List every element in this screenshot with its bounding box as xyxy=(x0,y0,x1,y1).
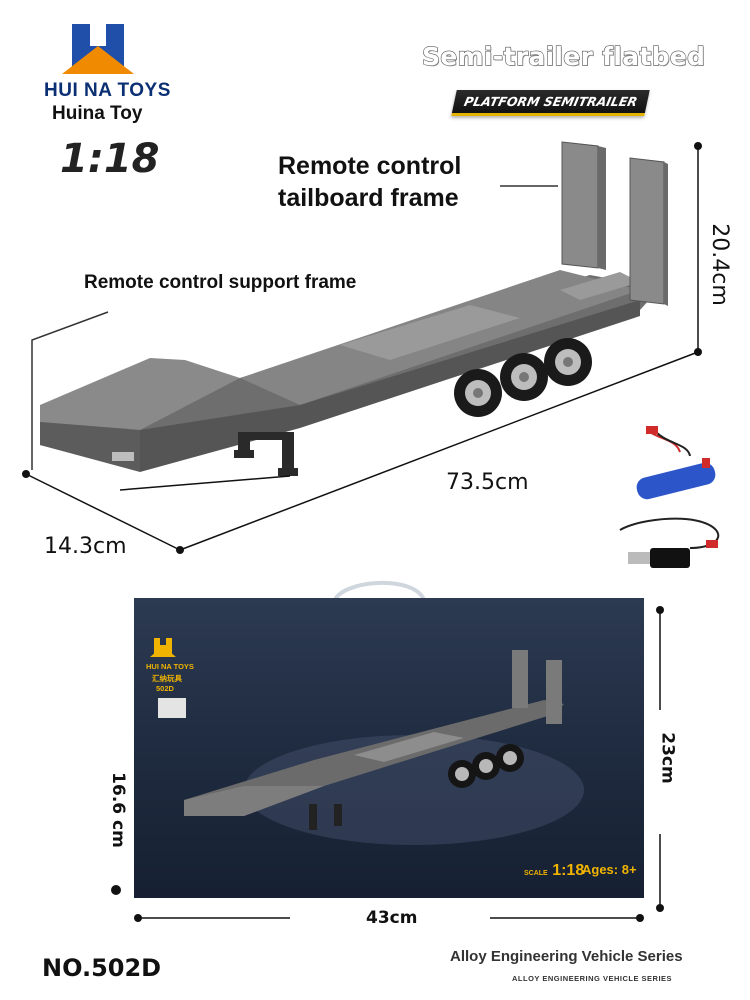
box-ages: Ages: 8+ xyxy=(582,862,637,877)
box-scale: SCALE 1:18 xyxy=(524,862,584,880)
length-dimension-label: 73.5cm xyxy=(446,470,529,495)
callout-tailboard-line2: tailboard frame xyxy=(278,184,459,212)
box-scale-value: 1:18 xyxy=(552,862,585,879)
series-title: Alloy Engineering Vehicle Series xyxy=(450,948,683,965)
width-dimension-line xyxy=(25,473,181,551)
callout-support: Remote control support frame xyxy=(84,272,357,293)
brand-name: HUI NA TOYS xyxy=(44,80,171,101)
brand-logo xyxy=(62,20,152,78)
landing-gear xyxy=(234,432,298,476)
box-trailer-image xyxy=(184,650,584,845)
callout-tailboard-line1: Remote control xyxy=(278,152,462,180)
trailer-wheels xyxy=(454,338,592,417)
gear-leader-line xyxy=(119,475,291,491)
package-box: HUI NA TOYS 汇纳玩具 502D SCALE 1:18 Ages: 8… xyxy=(134,570,644,900)
battery-accessory xyxy=(636,426,716,500)
length-dimension-line xyxy=(179,351,699,551)
trailer-deck xyxy=(40,270,660,472)
box-height-right-label: 23cm xyxy=(657,732,678,784)
tailboard-ramps xyxy=(561,141,668,306)
box-model: 502D xyxy=(156,684,174,693)
box-dimension-lines xyxy=(111,606,664,922)
headline-title: Semi-trailer flatbed xyxy=(421,41,706,71)
callout-tailboard: Remote control tailboard frame xyxy=(278,150,461,214)
dimension-dots xyxy=(22,142,702,554)
model-number: NO.502D xyxy=(42,954,162,982)
usb-charger-accessory xyxy=(619,517,720,568)
box-handle-icon xyxy=(332,581,426,603)
box-height-left-label: 16.6 cm xyxy=(107,772,128,848)
scale-label: 1:18 xyxy=(60,136,160,182)
box-barcode-sticker xyxy=(158,698,186,718)
support-leader-line xyxy=(31,311,109,470)
box-length-label: 43cm xyxy=(366,908,418,928)
box-scale-prefix: SCALE xyxy=(524,870,548,877)
width-dimension-label: 14.3cm xyxy=(44,534,127,559)
huina-logo-icon xyxy=(62,24,134,74)
height-dimension-label: 20.4cm xyxy=(706,223,732,306)
box-logo-icon xyxy=(150,638,176,657)
box-brand: HUI NA TOYS xyxy=(146,662,194,671)
box-brand-cn: 汇纳玩具 xyxy=(152,674,182,683)
series-subtitle: ALLOY ENGINEERING VEHICLE SERIES xyxy=(512,974,673,983)
trailer-illustration xyxy=(22,141,720,568)
brand-subtitle: Huina Toy xyxy=(52,103,143,124)
dimension-lines xyxy=(25,146,699,551)
